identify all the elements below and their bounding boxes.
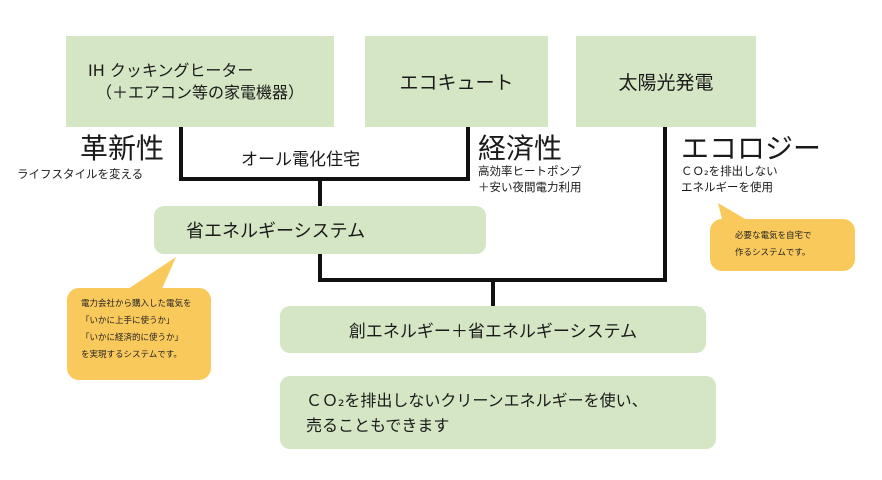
economy-title: 経済性 <box>478 132 563 165</box>
energy-saving-system-box: 省エネルギーシステム <box>154 206 486 254</box>
solar-callout-text: 必要な電気を自宅で 作るシステムです。 <box>735 231 812 258</box>
connector-top-horizontal <box>179 177 470 181</box>
ih-box-line1: IH クッキングヒーター <box>88 60 254 80</box>
callout-tail-left <box>125 257 176 291</box>
callout-tail-right <box>718 203 752 227</box>
ih-cooking-heater-box: IH クッキングヒーター （＋エアコン等の家電機器） <box>66 36 334 127</box>
creation-saving-label: 創エネルギー＋省エネルギーシステム <box>348 322 638 342</box>
solar-callout: 必要な電気を自宅で 作るシステムです。 <box>710 203 855 271</box>
economy-line1: 高効率ヒートポンプ <box>478 164 582 178</box>
connector-ecocute-down <box>466 127 470 181</box>
ecology-line2: エネルギーを使用 <box>681 180 773 194</box>
energy-saving-label: 省エネルギーシステム <box>186 221 366 242</box>
conclusion-box: ＣＯ₂を排出しないクリーンエネルギーを使い、 売ることもできます <box>280 376 716 449</box>
ih-box-line2: （＋エアコン等の家電機器） <box>95 82 304 102</box>
solar-label: 太陽光発電 <box>618 72 714 94</box>
creation-saving-system-box: 創エネルギー＋省エネルギーシステム <box>280 306 706 353</box>
innovation-subtitle: ライフスタイルを変える <box>17 167 144 181</box>
connector-solar-down <box>663 127 667 282</box>
connector-merge-down <box>491 278 495 308</box>
all-electric-house-label: オール電化住宅 <box>241 150 360 170</box>
conclusion-line1: ＣＯ₂を排出しないクリーンエネルギーを使い、 <box>306 390 648 410</box>
ecocute-label: エコキュート <box>399 72 514 94</box>
economy-line2: ＋安い夜間電力利用 <box>478 180 582 194</box>
ecology-title: エコロジー <box>681 132 822 165</box>
ecocute-box: エコキュート <box>365 36 548 127</box>
connector-ih-down <box>179 127 183 181</box>
conclusion-line2: 売ることもできます <box>306 415 450 435</box>
energy-saving-callout: 電力会社から購入した電気を 「いかに上手に使うか」 「いかに経済的に使うか」 を… <box>67 257 211 380</box>
solar-power-box: 太陽光発電 <box>576 36 756 127</box>
innovation-title: 革新性 <box>80 132 165 165</box>
ecology-line1: ＣＯ₂を排出しない <box>681 164 778 178</box>
energy-saving-callout-text: 電力会社から購入した電気を 「いかに上手に使うか」 「いかに経済的に使うか」 を… <box>81 299 192 360</box>
